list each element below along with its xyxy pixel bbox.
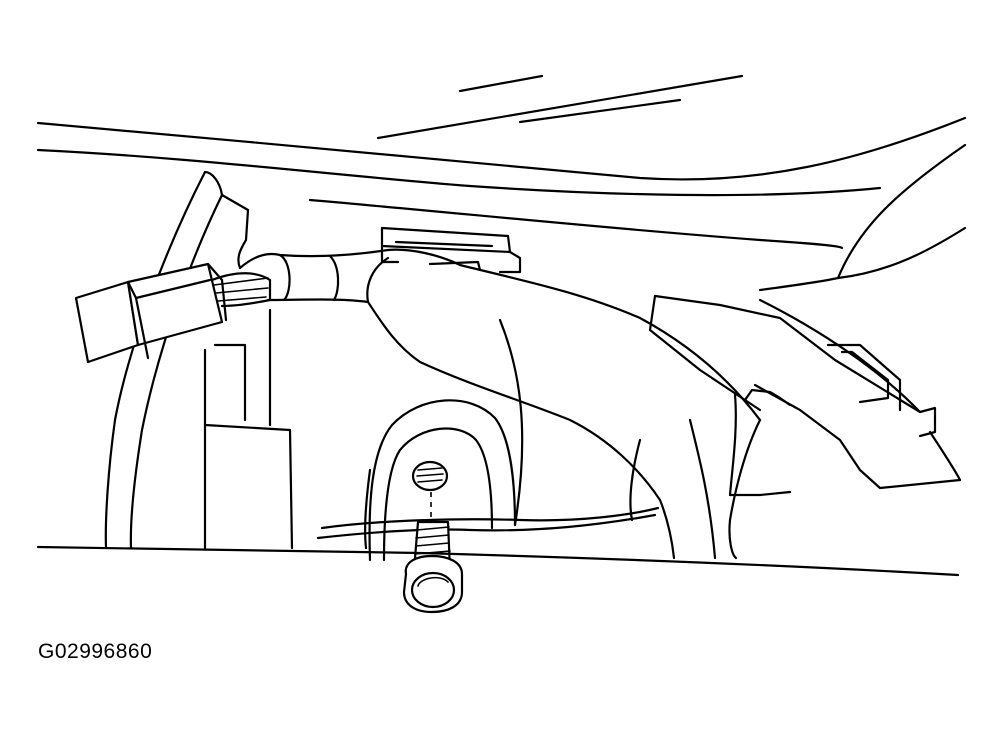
- bolt-hole: [411, 460, 449, 492]
- wiring-harness: [238, 248, 762, 560]
- left-housing: [104, 170, 294, 550]
- mounting-bolt: [402, 520, 464, 614]
- bolt-boss: [316, 318, 660, 562]
- figure-code: G02996860: [38, 640, 153, 663]
- floor-line: [36, 545, 960, 577]
- reflection-strokes: [376, 74, 744, 140]
- panel-top-edges: [36, 116, 967, 292]
- electrical-connector: [74, 262, 272, 364]
